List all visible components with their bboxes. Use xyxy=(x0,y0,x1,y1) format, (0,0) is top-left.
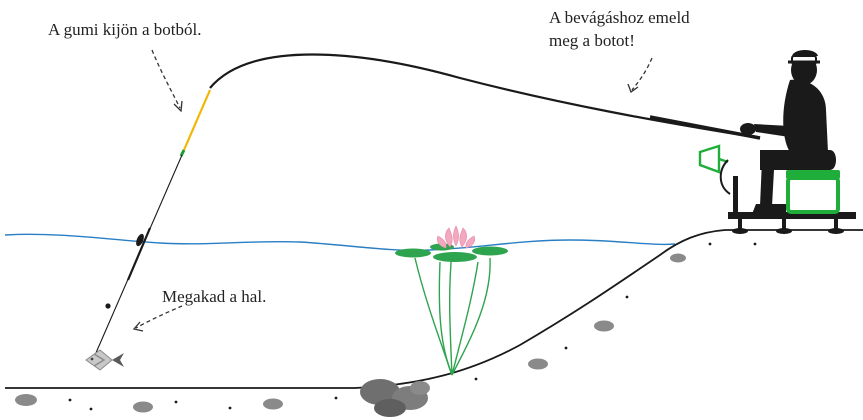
annotation-fish-hooked: Megakad a hal. xyxy=(162,287,267,306)
rod-blank xyxy=(209,53,761,140)
hooked-fish xyxy=(85,349,124,371)
annotation-lift-rod: A bevágáshoz emeld meg a botot! xyxy=(549,6,690,52)
elastic xyxy=(182,89,212,151)
annotation-arrows xyxy=(135,49,653,329)
bank-pebble-dots xyxy=(68,242,757,411)
arrow-megakad xyxy=(135,305,183,329)
arrow-bevagas xyxy=(631,57,653,91)
float xyxy=(136,233,144,247)
annotation-rubber-comes-out: A gumi kijön a botból. xyxy=(48,20,202,39)
angler xyxy=(698,50,856,234)
landing-net-icon xyxy=(698,144,729,174)
stones xyxy=(15,253,686,417)
annotation-lift-rod-line-1: A bevágáshoz emeld xyxy=(549,8,690,27)
shot-weight xyxy=(105,303,111,309)
annotation-lift-rod-line-2: meg a botot! xyxy=(549,31,635,50)
arrow-heads xyxy=(132,83,639,332)
water-lily xyxy=(395,225,508,376)
water-surface xyxy=(4,233,676,252)
arrow-gumi xyxy=(151,49,181,109)
lake-bottom xyxy=(5,229,863,389)
rod-butt xyxy=(649,115,761,140)
fishing-rod xyxy=(91,53,761,363)
